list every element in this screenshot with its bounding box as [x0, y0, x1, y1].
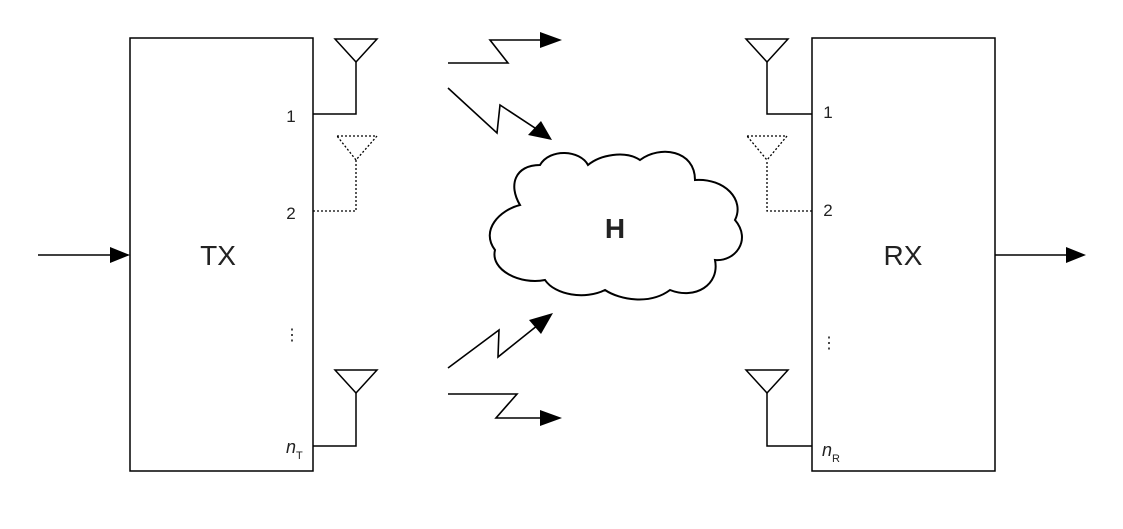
rx-antenna-2-dotted — [745, 135, 812, 212]
tx-block — [129, 37, 314, 472]
tx-port-1-label: 1 — [286, 107, 295, 126]
rx-antenna-n — [744, 369, 812, 447]
tx-antenna-n — [313, 369, 379, 447]
rx-label: RX — [884, 240, 923, 271]
rx-port-n-label: nR — [822, 440, 840, 465]
tx-label: TX — [200, 240, 236, 271]
rx-port-2-label: 2 — [823, 201, 832, 220]
rx-antenna-1 — [744, 38, 812, 115]
signal-bolt-upper-diagonal — [447, 87, 552, 140]
rx-port-1-label: 1 — [823, 103, 832, 122]
signal-bolt-top — [448, 32, 562, 64]
channel-label: H — [605, 213, 625, 244]
output-arrow — [995, 247, 1086, 263]
signal-bolt-bottom — [448, 393, 562, 426]
input-arrow — [38, 247, 130, 263]
tx-port-ellipsis: ⋮ — [284, 327, 300, 344]
signal-bolt-lower-diagonal — [447, 313, 553, 369]
rx-port-ellipsis: ⋮ — [821, 335, 837, 352]
rx-block — [811, 37, 996, 472]
channel-cloud — [488, 150, 743, 301]
tx-port-2-label: 2 — [286, 204, 295, 223]
tx-port-n-label: nT — [286, 437, 303, 462]
tx-antenna-2-dotted — [313, 135, 379, 212]
tx-antenna-1 — [313, 38, 379, 115]
